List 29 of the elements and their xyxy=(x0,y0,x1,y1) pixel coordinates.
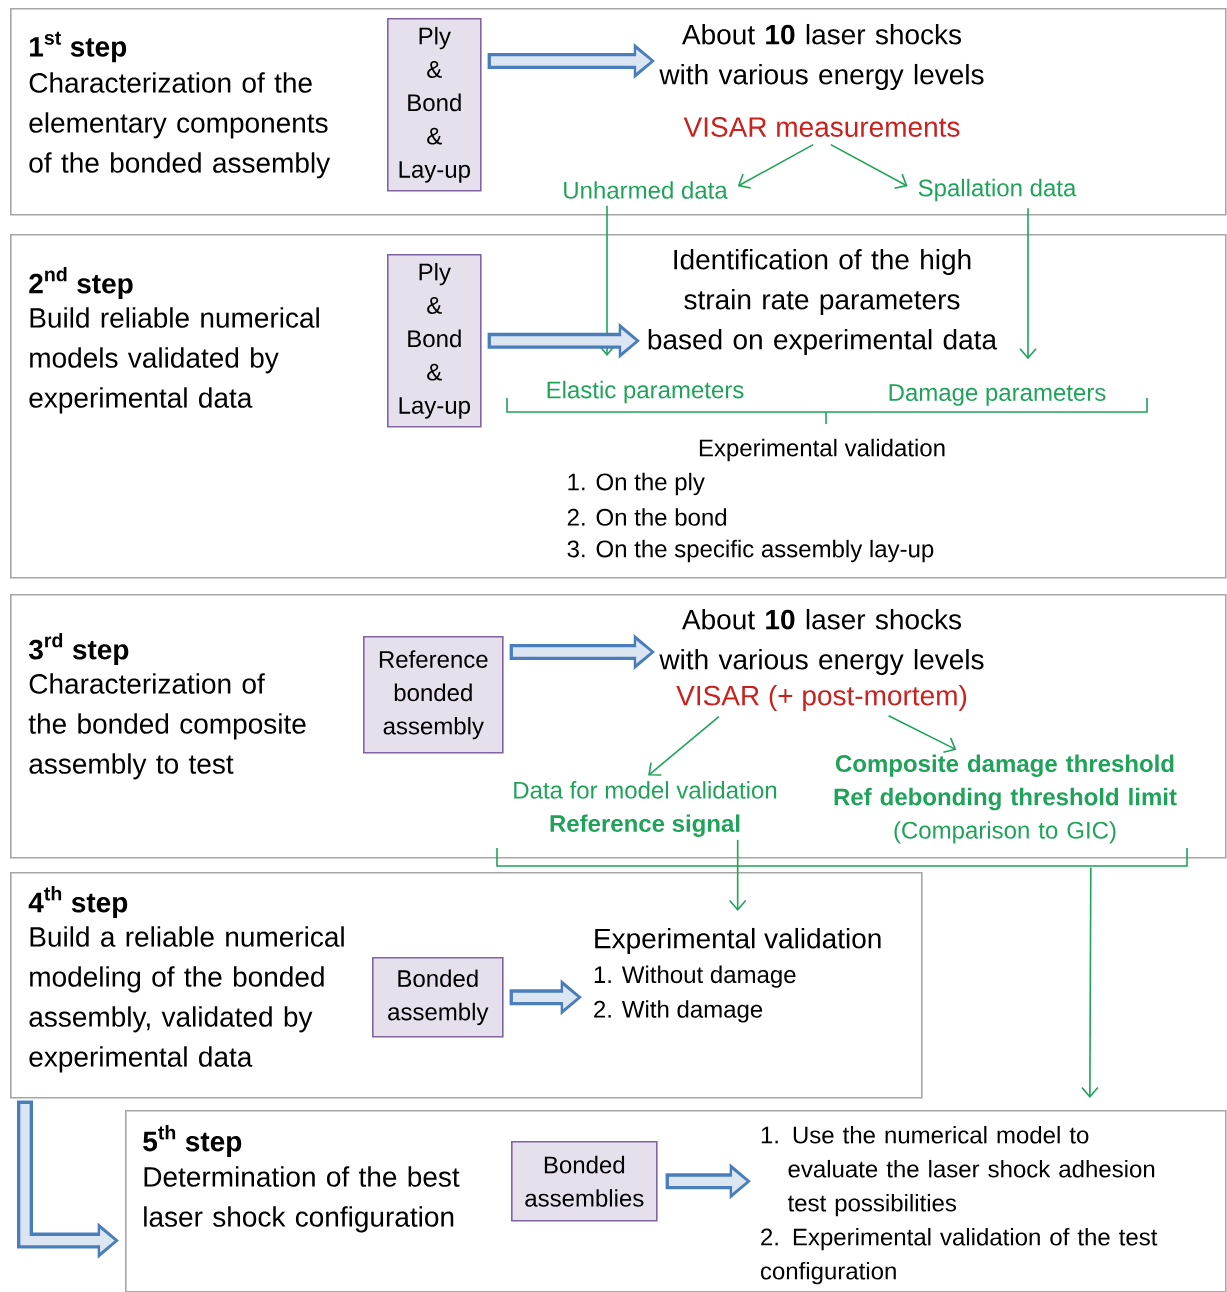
measurement-label: VISAR (+ post-mortem) xyxy=(676,684,967,712)
action-list: 1. Use the numerical model to evaluate the laser shock adhesion test possibilities 2. Experimental validation of the test configuration xyxy=(760,1125,1158,1285)
shock-description: About 10 laser shocks with various energy levels xyxy=(659,608,984,676)
arrow xyxy=(648,715,720,776)
measurement-label: VISAR measurements xyxy=(683,117,960,137)
result-text: Data for model validation Reference signal xyxy=(514,781,777,837)
result-text: Composite damage threshold Ref debonding threshold limit (Comparison to GIC) xyxy=(834,754,1177,844)
component-box: Ply & Bond & Lay-up xyxy=(387,18,482,192)
shock-description: About 10 laser shocks with various energy levels xyxy=(659,23,984,91)
data-label: Unharmed data xyxy=(564,181,728,199)
arrow xyxy=(737,143,815,189)
component-box: Bonded assembly xyxy=(372,957,504,1038)
list-item: 2. On the bond xyxy=(567,508,727,526)
validation-heading: Experimental validation xyxy=(699,438,945,462)
data-label: Spallation data xyxy=(918,178,1077,202)
parameter-label: Elastic parameters xyxy=(547,380,744,404)
list-item: 1. On the ply xyxy=(568,472,705,496)
validation-list: Experimental validation 1. Without damage 2. With damage xyxy=(594,927,881,1023)
arrow xyxy=(830,143,908,189)
list-item: 3. On the specific assembly lay-up xyxy=(567,539,934,563)
arrow xyxy=(1019,207,1037,360)
component-box: Ply & Bond & Lay-up xyxy=(387,254,482,428)
arrow xyxy=(887,715,957,753)
arrow xyxy=(728,839,747,911)
component-box: Reference bonded assembly xyxy=(363,636,504,754)
component-box: Bonded assemblies xyxy=(511,1141,658,1222)
identification-text: Identification of the high strain rate parameters based on experimental data xyxy=(648,248,998,356)
parameter-label: Damage parameters xyxy=(889,384,1106,406)
arrow xyxy=(1081,866,1099,1098)
